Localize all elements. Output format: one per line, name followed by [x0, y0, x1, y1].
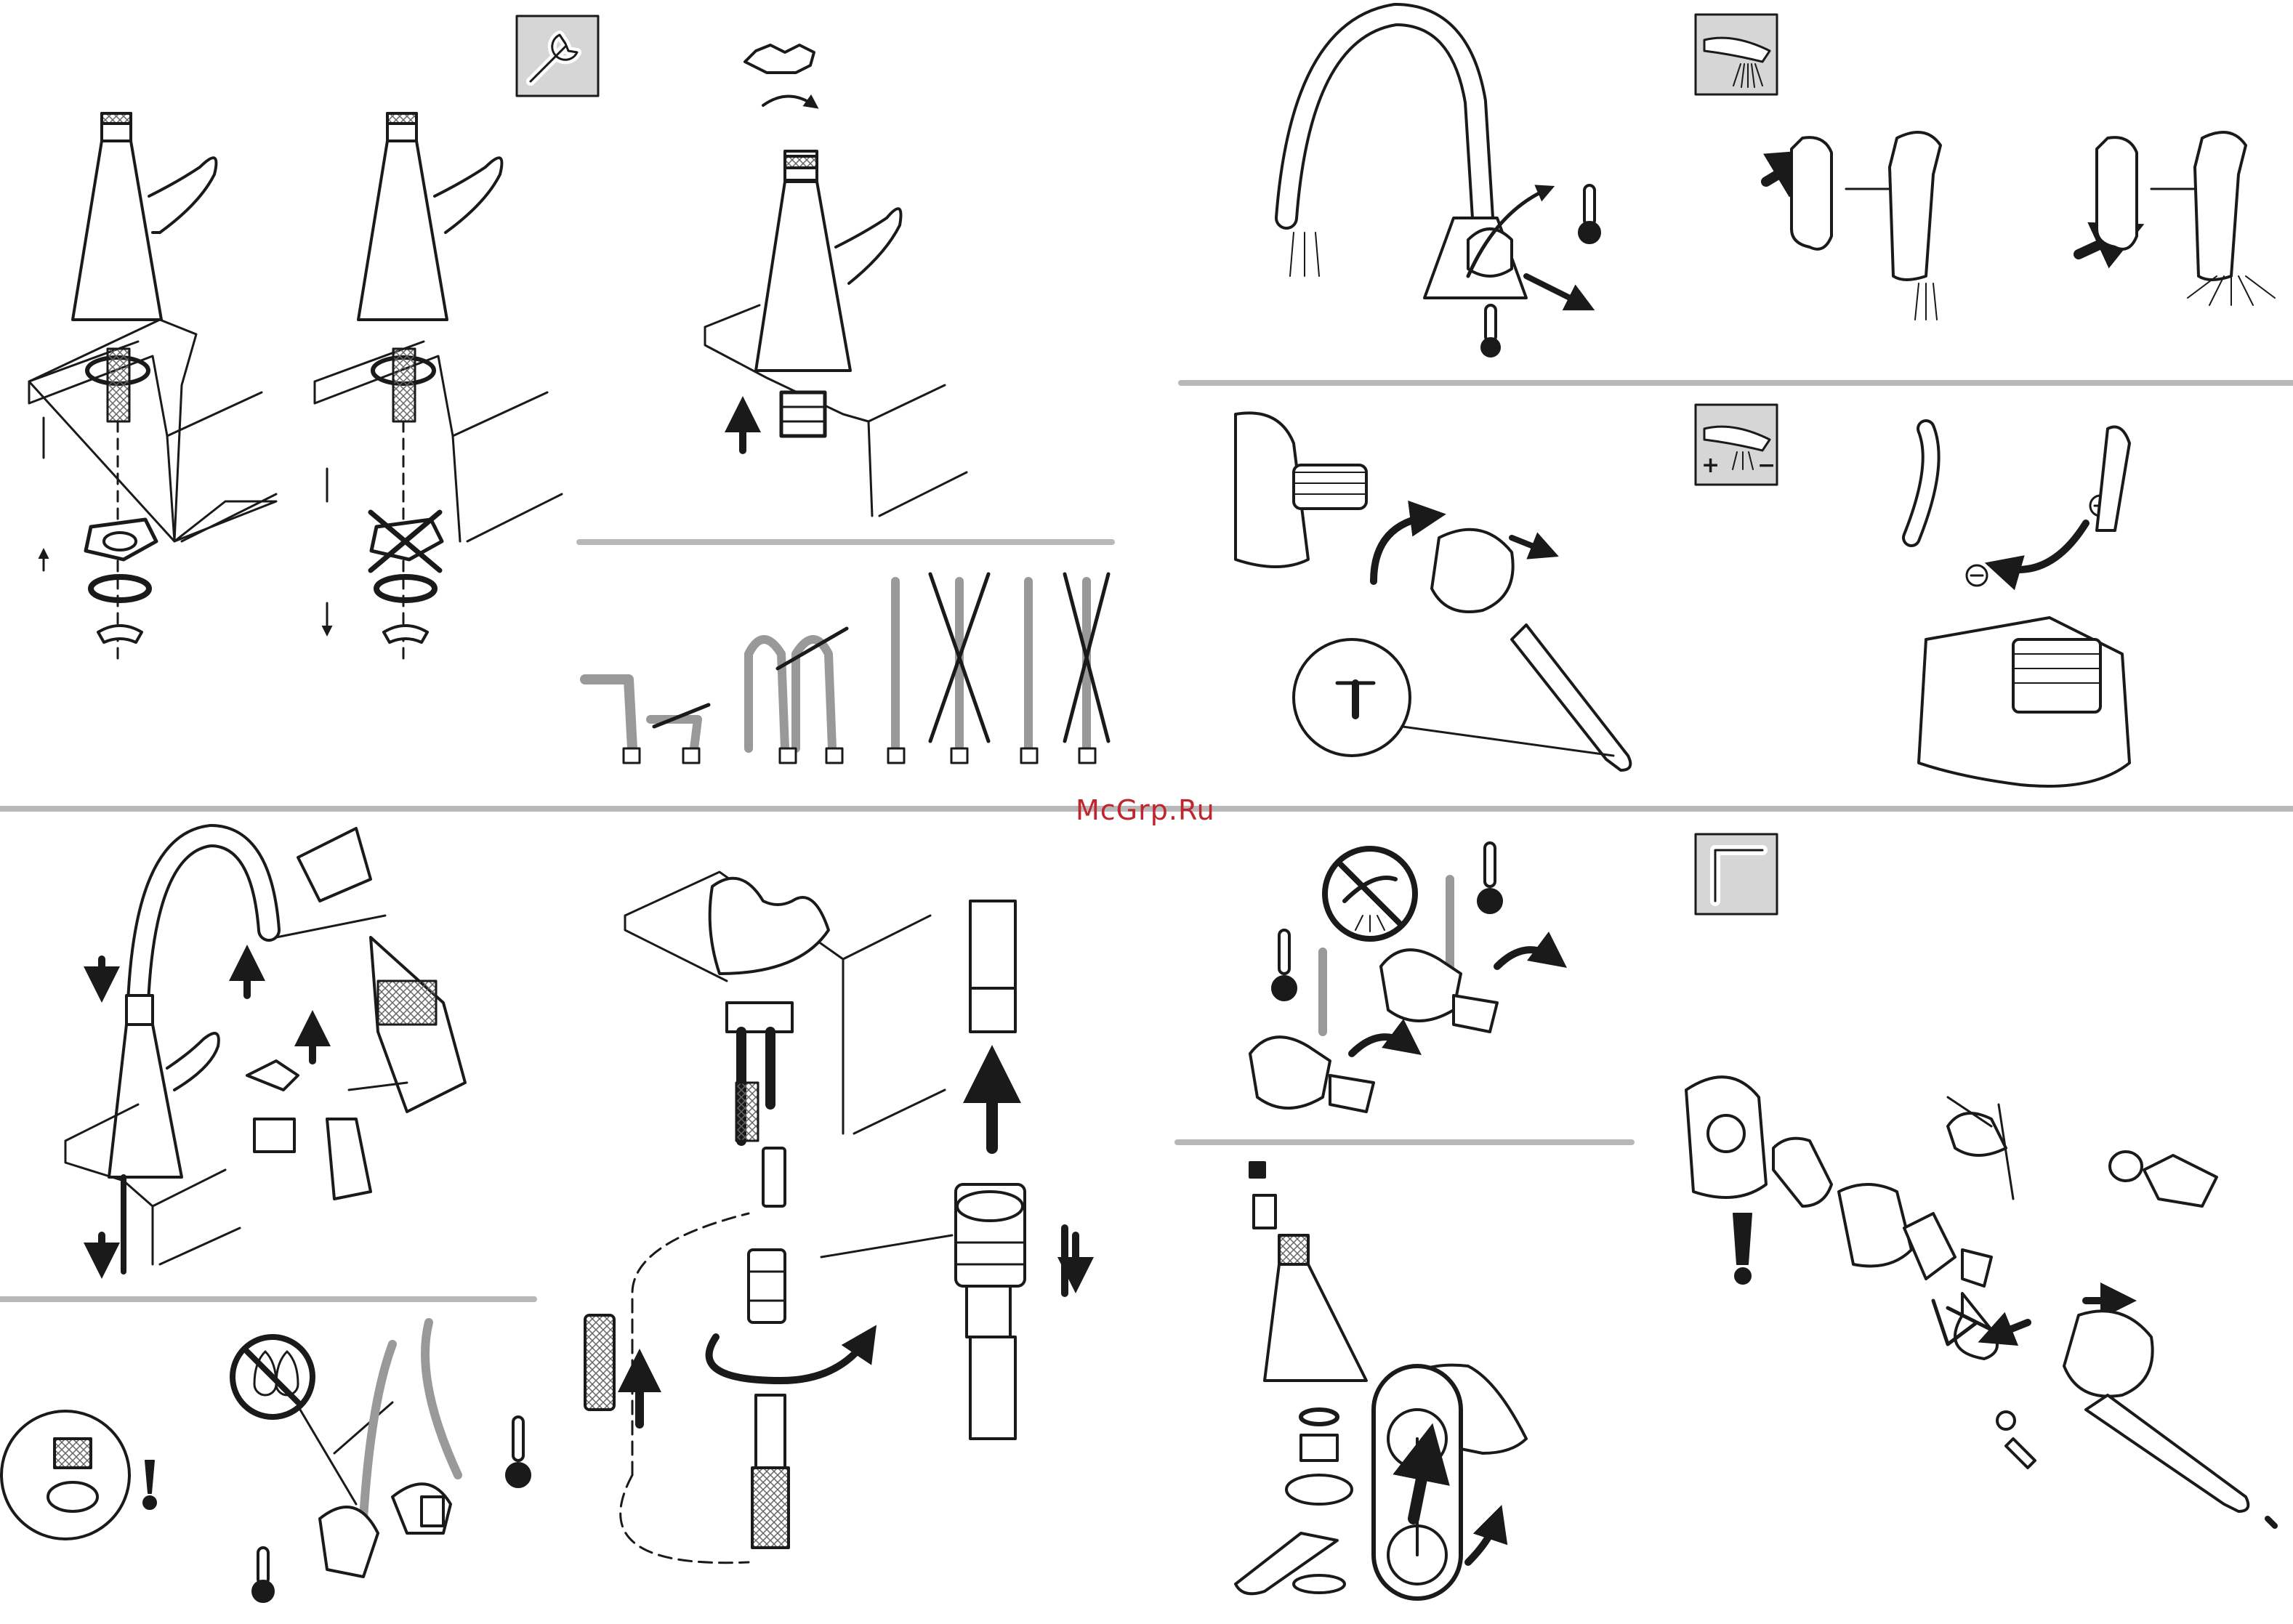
spray-icon [1696, 15, 1777, 94]
thermometer-icon [1482, 305, 1499, 356]
hose-connection-panel [585, 872, 1076, 1563]
installation-panel [29, 113, 562, 661]
exclamation-icon [1733, 1213, 1752, 1283]
plus-symbol: + [1701, 453, 1720, 478]
flow-limit-panel [1236, 413, 2129, 786]
faucet-body [73, 113, 217, 320]
spray-mode-panel [1286, 15, 2275, 356]
hose-bending-guide [585, 574, 1108, 763]
thermometer-icon [1579, 185, 1600, 243]
watermark-text: McGrp.Ru [1076, 794, 1215, 826]
hex-key-icon [1696, 834, 1777, 914]
minus-symbol [1967, 565, 1987, 586]
exclamation-icon [144, 1461, 156, 1508]
thermometer-icon [253, 1548, 273, 1601]
aerator-cleaning-panel [1236, 1163, 1526, 1599]
maintenance-panel [1686, 1077, 2275, 1526]
thermometer-icon [1478, 843, 1502, 913]
faucet-body-crossed [358, 113, 502, 320]
wrench-icon [517, 16, 598, 96]
cold-hot-flushing-panel [1250, 843, 1555, 1112]
no-hot-water-icon [233, 1337, 313, 1417]
flushing-panel [1, 1322, 530, 1601]
thermometer-icon [1273, 930, 1296, 1000]
faucet-nut-panel [705, 45, 967, 516]
pull-out-hose-panel [65, 828, 465, 1272]
thermometer-icon [507, 1417, 530, 1487]
flow-adjust-icon: + − [1696, 405, 1777, 485]
no-spray-icon [1325, 849, 1415, 939]
minus-symbol: − [1757, 453, 1776, 478]
